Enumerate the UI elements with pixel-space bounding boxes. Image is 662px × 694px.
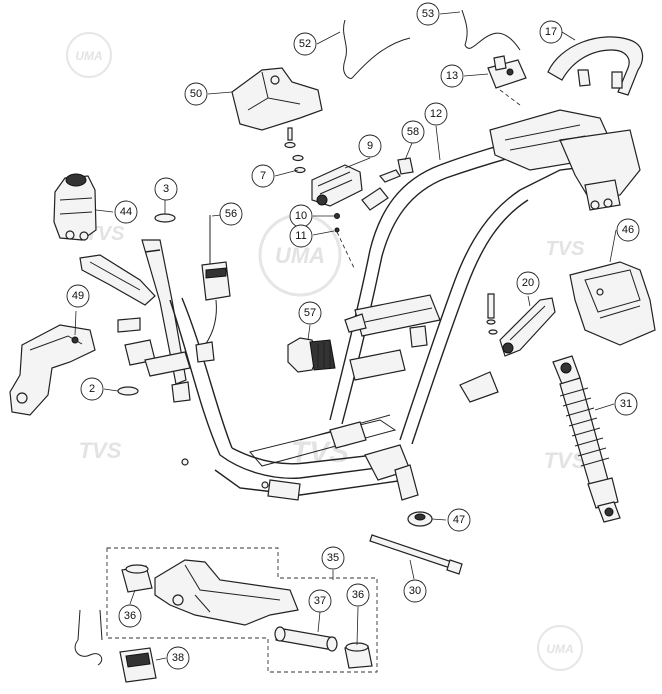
svg-text:50: 50 (190, 88, 202, 100)
callout-11: 11 (289, 224, 313, 248)
svg-text:37: 37 (314, 595, 326, 607)
tvs-logo-watermark: TVS (79, 438, 122, 463)
callout-49: 49 (66, 284, 90, 308)
bracket-part-13 (487, 55, 527, 106)
svg-text:49: 49 (72, 290, 84, 302)
svg-text:20: 20 (522, 277, 534, 289)
svg-text:UMA: UMA (546, 642, 573, 656)
switch-part-58 (378, 157, 414, 183)
callout-35: 35 (321, 546, 345, 570)
callout-17: 17 (539, 20, 563, 44)
cover-part-50 (231, 67, 323, 131)
svg-text:36: 36 (352, 589, 364, 601)
ignition-switch-part-44 (53, 173, 97, 241)
callout-44: 44 (114, 200, 138, 224)
callout-31: 31 (614, 392, 638, 416)
holder-part (361, 187, 389, 211)
uma-logo-watermark: UMA (537, 625, 583, 671)
callout-36-right: 36 (346, 583, 370, 607)
svg-text:30: 30 (409, 585, 421, 597)
svg-text:11: 11 (295, 230, 306, 242)
bracket-part-49 (9, 324, 96, 416)
svg-text:12: 12 (430, 108, 442, 120)
washer-part-10 (334, 213, 340, 219)
svg-text:2: 2 (89, 383, 95, 395)
long-bolt-part-30 (369, 534, 463, 575)
callout-57: 57 (298, 301, 322, 325)
tray-part-46 (569, 261, 656, 346)
svg-text:53: 53 (422, 8, 434, 20)
callout-36-left: 36 (118, 604, 142, 628)
sensor-part-56 (195, 215, 231, 363)
svg-text:UMA: UMA (75, 49, 102, 63)
svg-text:38: 38 (172, 652, 184, 664)
callout-52: 52 (293, 32, 317, 56)
svg-text:7: 7 (260, 170, 266, 182)
callout-9: 9 (358, 134, 382, 158)
shock-absorber-part-31 (552, 355, 621, 523)
callout-38: 38 (166, 646, 190, 670)
callout-12: 12 (424, 102, 448, 126)
svg-text:44: 44 (120, 206, 132, 218)
svg-text:46: 46 (622, 224, 634, 236)
steering-bracket (79, 254, 156, 306)
callout-2: 2 (80, 377, 104, 401)
svg-text:58: 58 (407, 126, 419, 138)
svg-text:52: 52 (299, 38, 311, 50)
swingarm-assembly-box-35 (106, 547, 378, 673)
svg-text:10: 10 (295, 210, 307, 222)
callout-46: 46 (616, 218, 640, 242)
svg-text:31: 31 (620, 398, 632, 410)
callout-30: 30 (403, 579, 427, 603)
bolt-part-7 (284, 127, 306, 174)
svg-text:3: 3 (163, 183, 169, 195)
uma-logo-watermark: UMA (66, 32, 112, 78)
svg-text:9: 9 (367, 140, 373, 152)
callout-50: 50 (184, 82, 208, 106)
callouts: 52 53 17 13 50 12 58 9 7 3 44 56 10 11 4… (66, 2, 640, 670)
svg-text:56: 56 (225, 208, 237, 220)
bush-clip-part-38 (74, 609, 157, 683)
svg-text:13: 13 (446, 70, 458, 82)
nut-part-11 (334, 227, 340, 233)
svg-text:36: 36 (124, 610, 136, 622)
svg-text:35: 35 (327, 552, 339, 564)
washer-part-2 (117, 386, 139, 396)
callout-13: 13 (440, 64, 464, 88)
ring-part-3 (154, 213, 176, 223)
callout-7: 7 (251, 164, 275, 188)
footrest-part-20 (486, 293, 556, 357)
bushing-part-47 (407, 511, 433, 527)
footrest-bracket-part-9 (311, 164, 363, 207)
grommet-part-57 (287, 337, 336, 373)
svg-text:57: 57 (304, 307, 316, 319)
callout-20: 20 (516, 271, 540, 295)
callout-53: 53 (416, 2, 440, 26)
grab-rail-part-17 (547, 36, 644, 96)
callout-37: 37 (308, 589, 332, 613)
main-frame (117, 109, 641, 501)
callout-56: 56 (219, 202, 243, 226)
callout-3: 3 (154, 177, 178, 201)
wire-part-53 (461, 9, 521, 51)
wire-part-52 (343, 19, 411, 79)
callout-47: 47 (447, 508, 471, 532)
tvs-logo-watermark: TVS (546, 238, 586, 260)
callout-58: 58 (401, 120, 425, 144)
svg-text:17: 17 (545, 26, 557, 38)
svg-text:47: 47 (453, 514, 465, 526)
callout-10: 10 (289, 204, 313, 228)
